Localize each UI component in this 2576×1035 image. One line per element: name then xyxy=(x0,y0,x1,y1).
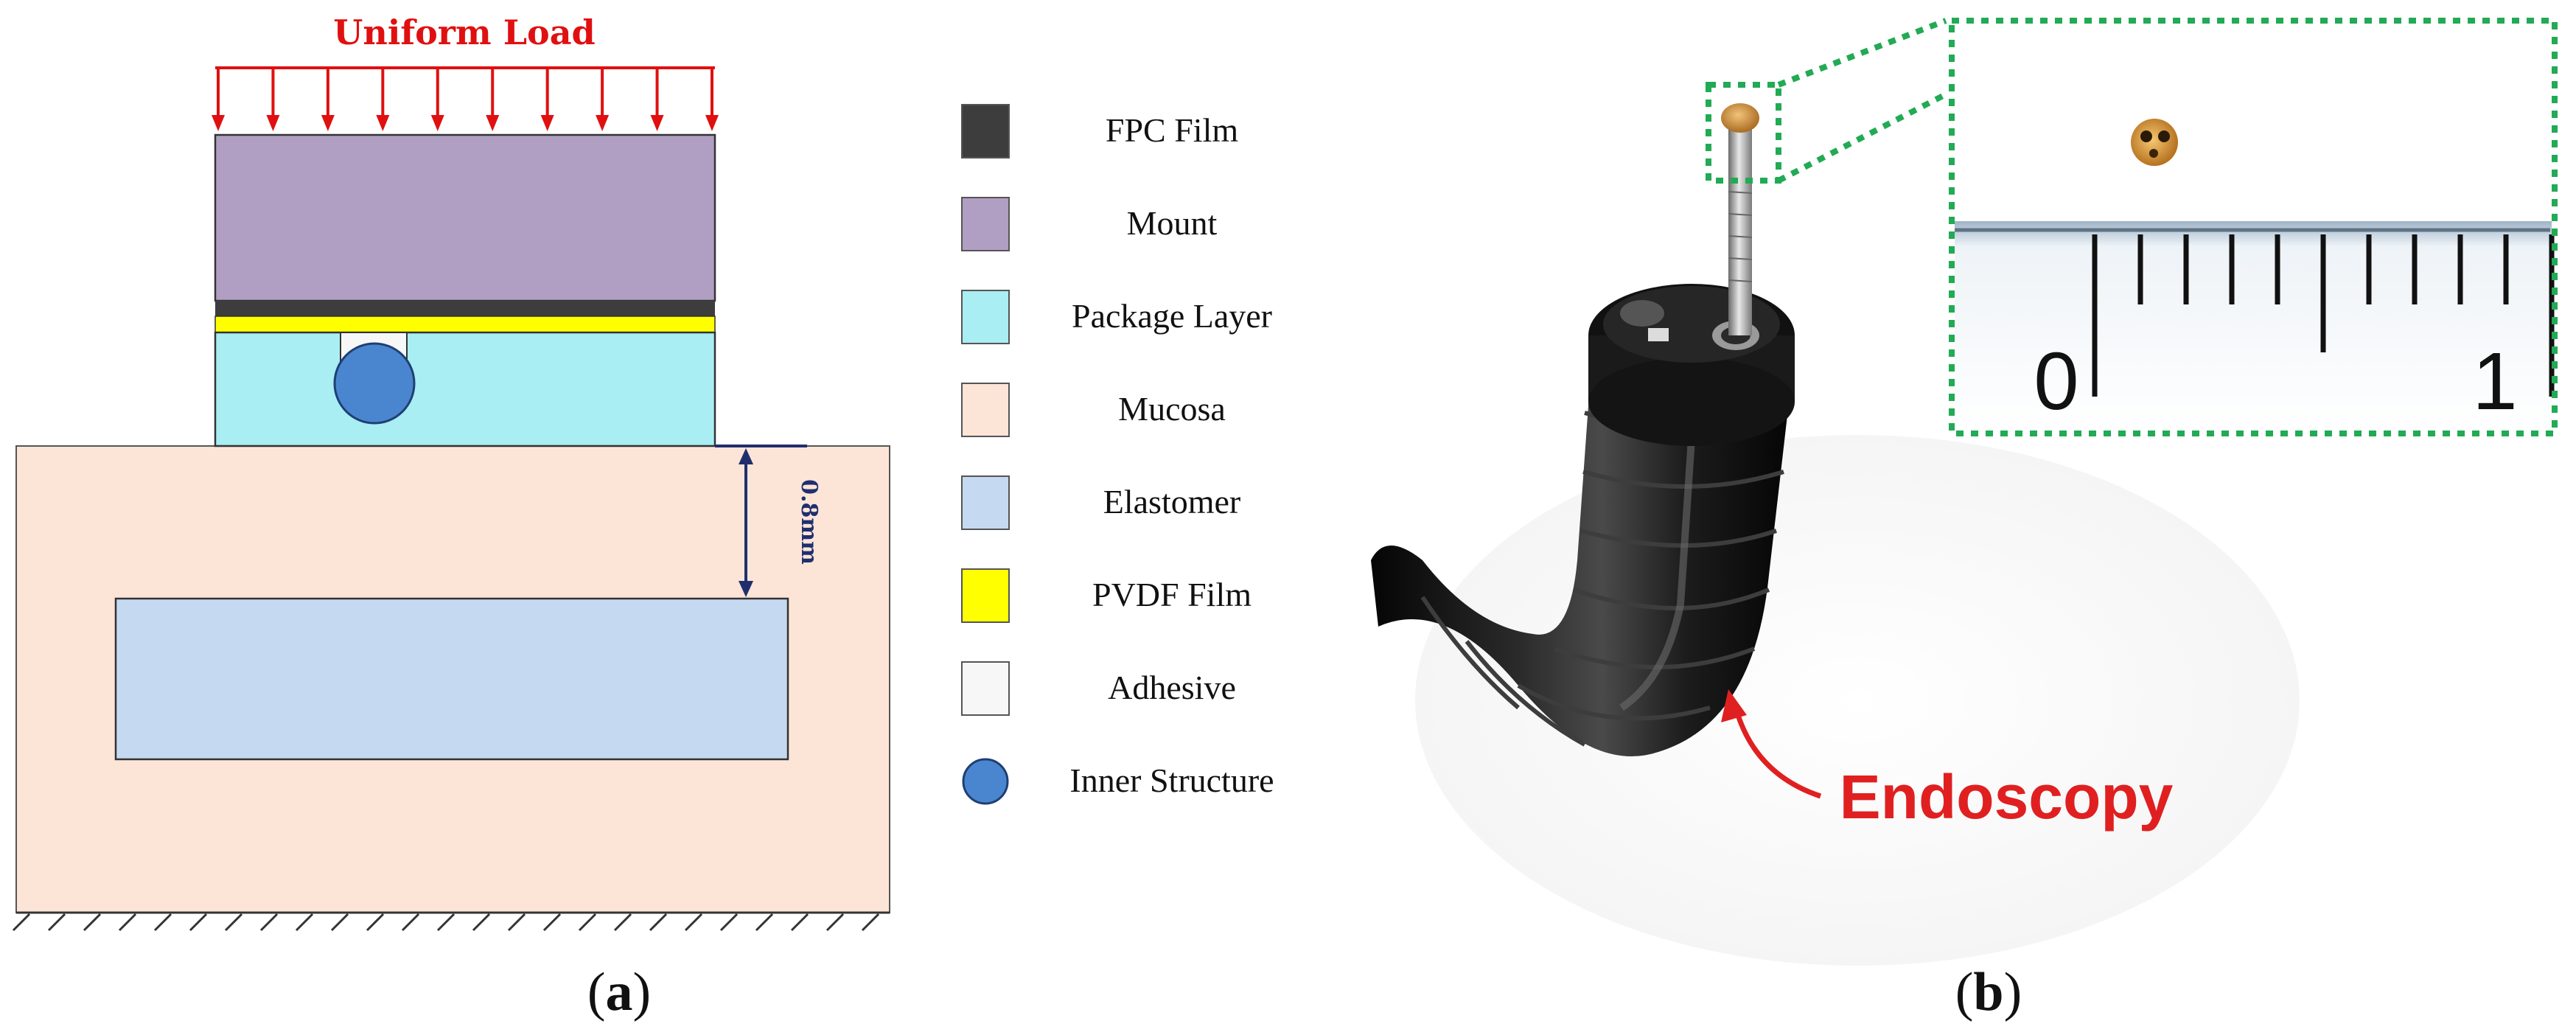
hatch-mark xyxy=(507,913,526,932)
hatch-mark xyxy=(12,913,31,932)
hatch-mark xyxy=(259,913,279,932)
uniform-load-label: Uniform Load xyxy=(333,13,595,52)
dimension-label: 0.8mm xyxy=(796,479,822,565)
hatch-mark xyxy=(47,913,66,932)
load-arrow xyxy=(266,68,280,131)
legend-item: PVDF Film xyxy=(961,568,1252,623)
panel-b-photo: 0 1 Endoscopy xyxy=(1371,0,2576,966)
caption-a: (a) xyxy=(587,962,651,1022)
hatch-mark xyxy=(330,913,349,932)
hatch-mark xyxy=(224,913,243,932)
load-arrow xyxy=(486,68,500,131)
load-arrow xyxy=(376,68,390,131)
legend-swatch xyxy=(961,104,1010,158)
endoscopy-label: Endoscopy xyxy=(1840,762,2174,832)
fpc-film-layer xyxy=(215,301,715,316)
legend-label: Inner Structure xyxy=(1069,762,1274,799)
caption-b: (b) xyxy=(1955,962,2022,1022)
legend-item: Elastomer xyxy=(961,475,1241,530)
package-layer xyxy=(214,331,716,447)
legend-swatch xyxy=(961,475,1010,530)
legend-swatch xyxy=(961,290,1010,344)
legend-label: Elastomer xyxy=(1103,483,1241,520)
hatch-mark xyxy=(790,913,809,932)
ruler-label-end: 1 xyxy=(2472,336,2517,427)
hatch-mark xyxy=(861,913,880,932)
sensor-tip xyxy=(1721,103,1759,133)
legend-swatch xyxy=(961,661,1010,716)
zoom-frame xyxy=(1949,18,2558,436)
legend-item: Package Layer xyxy=(961,290,1272,344)
hatch-mark xyxy=(578,913,597,932)
dimension-marker xyxy=(715,445,807,597)
legend-label: Adhesive xyxy=(1108,669,1236,706)
hatch-mark xyxy=(755,913,774,932)
callout-arrow xyxy=(1733,707,1822,799)
legend-item: FPC Film xyxy=(961,104,1238,158)
load-arrow xyxy=(212,68,225,131)
legend-item: Mount xyxy=(961,197,1218,251)
ruler-label-start: 0 xyxy=(2034,336,2078,427)
zoom-source-frame xyxy=(1706,82,1781,184)
legend-label: FPC Film xyxy=(1106,111,1238,149)
legend-label: Package Layer xyxy=(1072,297,1272,335)
hatch-mark xyxy=(825,913,845,932)
hatch-mark xyxy=(542,913,562,932)
load-arrow xyxy=(596,68,610,131)
hatch-mark xyxy=(153,913,172,932)
legend-swatch xyxy=(961,568,1010,623)
hatch-mark xyxy=(189,913,208,932)
legend-swatch xyxy=(961,197,1010,251)
legend-item: Mucosa xyxy=(961,383,1226,437)
load-arrow xyxy=(430,68,444,131)
load-arrow xyxy=(650,68,664,131)
hatch-mark xyxy=(649,913,668,932)
legend-label: Mount xyxy=(1127,204,1218,242)
hatch-mark xyxy=(401,913,420,932)
panel-a-diagram: Uniform Load 0.8mm xyxy=(12,13,1274,932)
legend-label: Mucosa xyxy=(1118,390,1226,428)
hatch-mark xyxy=(436,913,455,932)
load-arrows xyxy=(212,66,719,131)
inner-structure-circle xyxy=(333,342,416,425)
pvdf-film-layer xyxy=(214,316,716,333)
legend-item: Adhesive xyxy=(961,661,1236,716)
sensor-probe xyxy=(1728,125,1752,335)
ruler xyxy=(1955,221,2552,431)
legend-item: Inner Structure xyxy=(962,758,1274,805)
load-arrow xyxy=(540,68,554,131)
hatch-mark xyxy=(83,913,102,932)
hatch-mark xyxy=(118,913,137,932)
legend-swatch xyxy=(961,383,1010,437)
zoomed-sensor-tip xyxy=(2131,119,2178,166)
hatch-mark xyxy=(366,913,385,932)
hatch-mark xyxy=(719,913,739,932)
legend-swatch xyxy=(962,758,1009,805)
load-arrow xyxy=(321,68,335,131)
legend-label: PVDF Film xyxy=(1092,576,1252,613)
mount-layer xyxy=(214,133,716,302)
load-arrow xyxy=(705,68,719,131)
hatch-mark xyxy=(472,913,491,932)
elastomer-block xyxy=(114,597,789,761)
zoom-inset: 0 1 xyxy=(1949,18,2558,436)
ground-hatch xyxy=(12,911,890,932)
endoscope-tube xyxy=(1371,354,1791,756)
hatch-mark xyxy=(613,913,632,932)
hatch-mark xyxy=(295,913,314,932)
hatch-mark xyxy=(684,913,703,932)
